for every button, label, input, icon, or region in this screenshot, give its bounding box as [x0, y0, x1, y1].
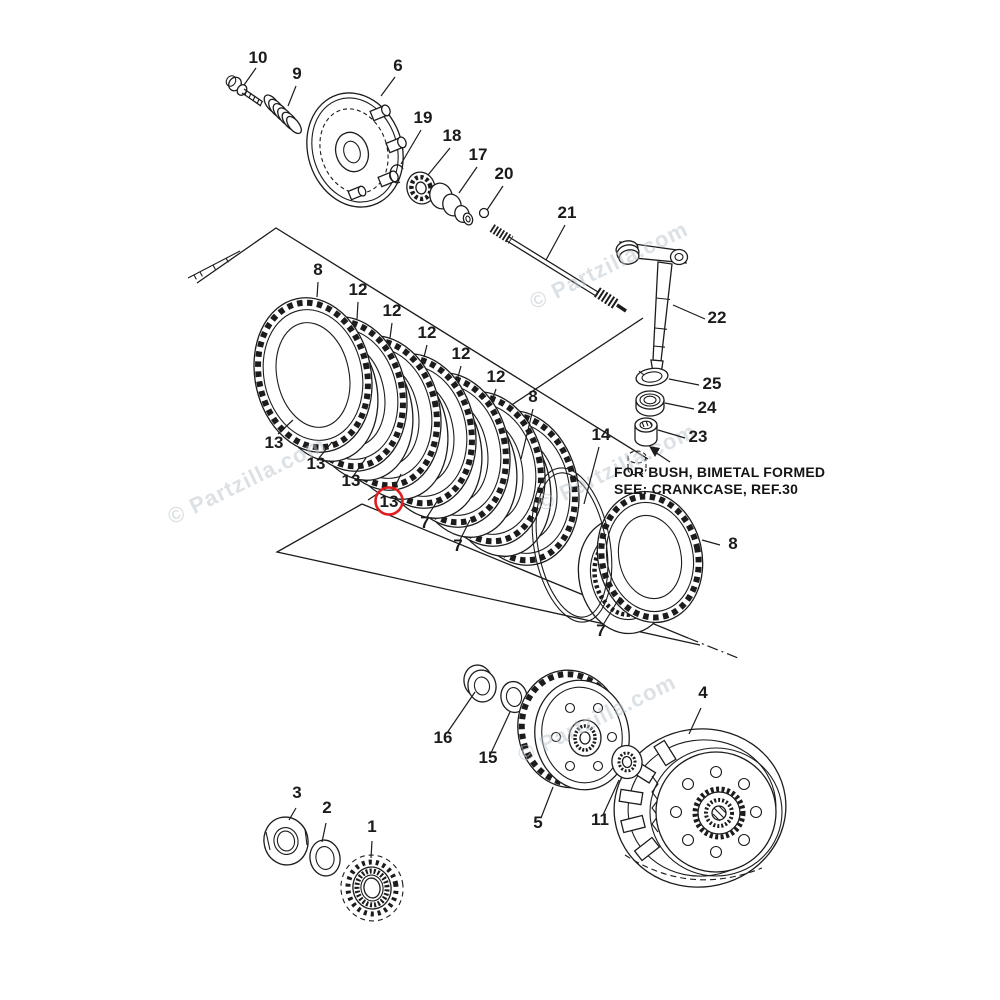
callout-13[interactable]: 13: [307, 454, 326, 473]
callout-9[interactable]: 9: [292, 64, 301, 83]
part-push-lever: [615, 240, 689, 375]
part-push-rod: [489, 224, 627, 313]
callout-15[interactable]: 15: [479, 748, 498, 767]
callout-23[interactable]: 23: [689, 427, 708, 446]
callout-12[interactable]: 12: [418, 323, 437, 342]
part-clutch-spring: [263, 94, 302, 135]
callout-8-left[interactable]: 8: [313, 260, 322, 279]
bush-note: FOR BUSH, BIMETAL FORMED SEE: CRANKCASE,…: [614, 446, 825, 497]
part-lever-bush: [634, 417, 658, 447]
callout-labels: 10 9 6 19 18 17 20 21 22 25 24 23 14 8 7…: [249, 48, 738, 836]
callout-11[interactable]: 11: [591, 810, 609, 829]
highlight-circle: [374, 486, 404, 516]
part-clutch-boss: [517, 669, 630, 791]
part-lever-washer: [635, 367, 669, 387]
callout-7[interactable]: 7: [453, 536, 462, 555]
clutch-plate-stack: [240, 287, 593, 577]
part-circlip: [389, 164, 404, 184]
part-nut-3: [263, 816, 309, 866]
callout-22[interactable]: 22: [708, 308, 727, 327]
callout-13[interactable]: 13: [265, 433, 284, 452]
part-friction-plate-far: [596, 490, 704, 624]
part-bolt: [225, 75, 264, 107]
callout-12[interactable]: 12: [452, 344, 471, 363]
watermark-text: © Partzilla.com: [163, 431, 329, 529]
leader-lines: [243, 67, 721, 859]
callout-12[interactable]: 12: [383, 301, 402, 320]
note-line-1: FOR BUSH, BIMETAL FORMED: [614, 464, 825, 480]
part-clutch-housing: [613, 728, 787, 888]
callout-20[interactable]: 20: [495, 164, 514, 183]
callout-6[interactable]: 6: [393, 56, 402, 75]
callout-16[interactable]: 16: [434, 728, 453, 747]
part-washer-15: [500, 680, 528, 714]
callout-10[interactable]: 10: [249, 48, 268, 67]
callout-12[interactable]: 12: [349, 280, 368, 299]
part-pressure-plate: [306, 92, 407, 208]
callout-2[interactable]: 2: [322, 798, 331, 817]
part-spacer-16: [463, 664, 497, 703]
part-thrust-washer-11: [611, 744, 643, 780]
callout-25[interactable]: 25: [703, 374, 722, 393]
part-bush-bimetal-dashed: [627, 450, 647, 476]
callout-13[interactable]: 13: [342, 471, 361, 490]
part-ball: [478, 207, 490, 219]
callout-4[interactable]: 4: [698, 683, 708, 702]
part-wire-ring: [531, 467, 613, 623]
callout-8-right[interactable]: 8: [528, 387, 537, 406]
part-lever-bearing: [635, 390, 665, 417]
callout-13-highlighted[interactable]: 13: [380, 492, 399, 511]
callout-19[interactable]: 19: [414, 108, 433, 127]
callout-3[interactable]: 3: [292, 783, 301, 802]
callout-18[interactable]: 18: [443, 126, 462, 145]
part-primary-gear: [340, 854, 404, 922]
callout-7[interactable]: 7: [420, 513, 429, 532]
callout-1[interactable]: 1: [367, 817, 376, 836]
callout-14[interactable]: 14: [592, 425, 611, 444]
part-washer-2: [309, 839, 341, 877]
callout-7-far[interactable]: 7: [596, 621, 605, 640]
callout-21[interactable]: 21: [558, 203, 577, 222]
note-line-2: SEE: CRANKCASE, REF.30: [614, 481, 798, 497]
callout-17[interactable]: 17: [469, 145, 488, 164]
callout-5[interactable]: 5: [533, 813, 542, 832]
note-arrowhead: [649, 446, 660, 457]
callout-12[interactable]: 12: [487, 367, 506, 386]
callout-8-far[interactable]: 8: [728, 534, 737, 553]
callout-24[interactable]: 24: [698, 398, 717, 417]
part-adjuster-bush: [429, 182, 474, 226]
